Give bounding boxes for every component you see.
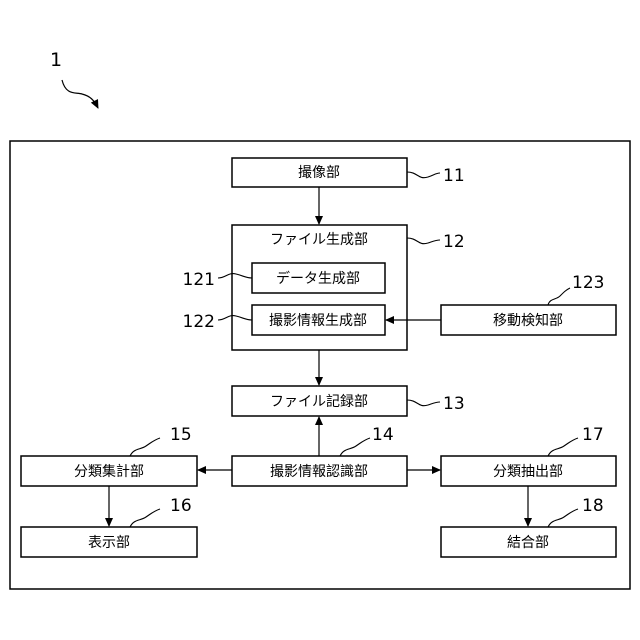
class-tally-unit-label: 分類集計部 (74, 463, 144, 480)
shoot-info-gen-unit-ref: 122 (183, 312, 215, 332)
class-extract-unit-label: 分類抽出部 (493, 464, 563, 480)
file-gen-unit-leader (407, 238, 440, 244)
motion-detect-unit-leader (548, 288, 570, 305)
imaging-unit-ref: 11 (443, 166, 465, 186)
imaging-unit-leader (407, 172, 440, 178)
class-tally-unit-ref: 15 (170, 425, 192, 445)
class-extract-unit-leader (548, 438, 578, 456)
system-frame (10, 141, 630, 589)
display-unit-ref: 16 (170, 496, 192, 516)
shoot-info-recog-unit-label: 撮影情報認識部 (270, 463, 368, 480)
file-gen-unit-ref: 12 (443, 232, 465, 252)
shoot-info-recog-unit-leader (340, 438, 370, 456)
motion-detect-unit-label: 移動検知部 (493, 312, 563, 329)
file-record-unit-label: ファイル記録部 (270, 393, 368, 410)
motion-detect-unit-ref: 123 (572, 273, 604, 293)
file-gen-unit-label: ファイル生成部 (270, 232, 368, 248)
data-gen-unit-label: データ生成部 (276, 270, 360, 287)
file-record-unit-ref: 13 (443, 394, 465, 414)
combine-unit-leader (548, 509, 578, 527)
data-gen-unit-ref: 121 (183, 270, 215, 290)
class-tally-unit-leader (130, 438, 160, 456)
imaging-unit-label: 撮像部 (298, 164, 340, 181)
combine-unit-label: 結合部 (507, 535, 549, 551)
combine-unit-ref: 18 (582, 496, 604, 516)
display-unit-label: 表示部 (88, 535, 130, 551)
system-leader-line (62, 80, 98, 108)
system-ref-label: 1 (50, 49, 62, 71)
file-record-unit-leader (407, 400, 440, 406)
display-unit-leader (130, 509, 160, 527)
class-extract-unit-ref: 17 (582, 425, 604, 445)
shoot-info-recog-unit-ref: 14 (372, 425, 394, 445)
shoot-info-gen-unit-label: 撮影情報生成部 (269, 312, 367, 329)
